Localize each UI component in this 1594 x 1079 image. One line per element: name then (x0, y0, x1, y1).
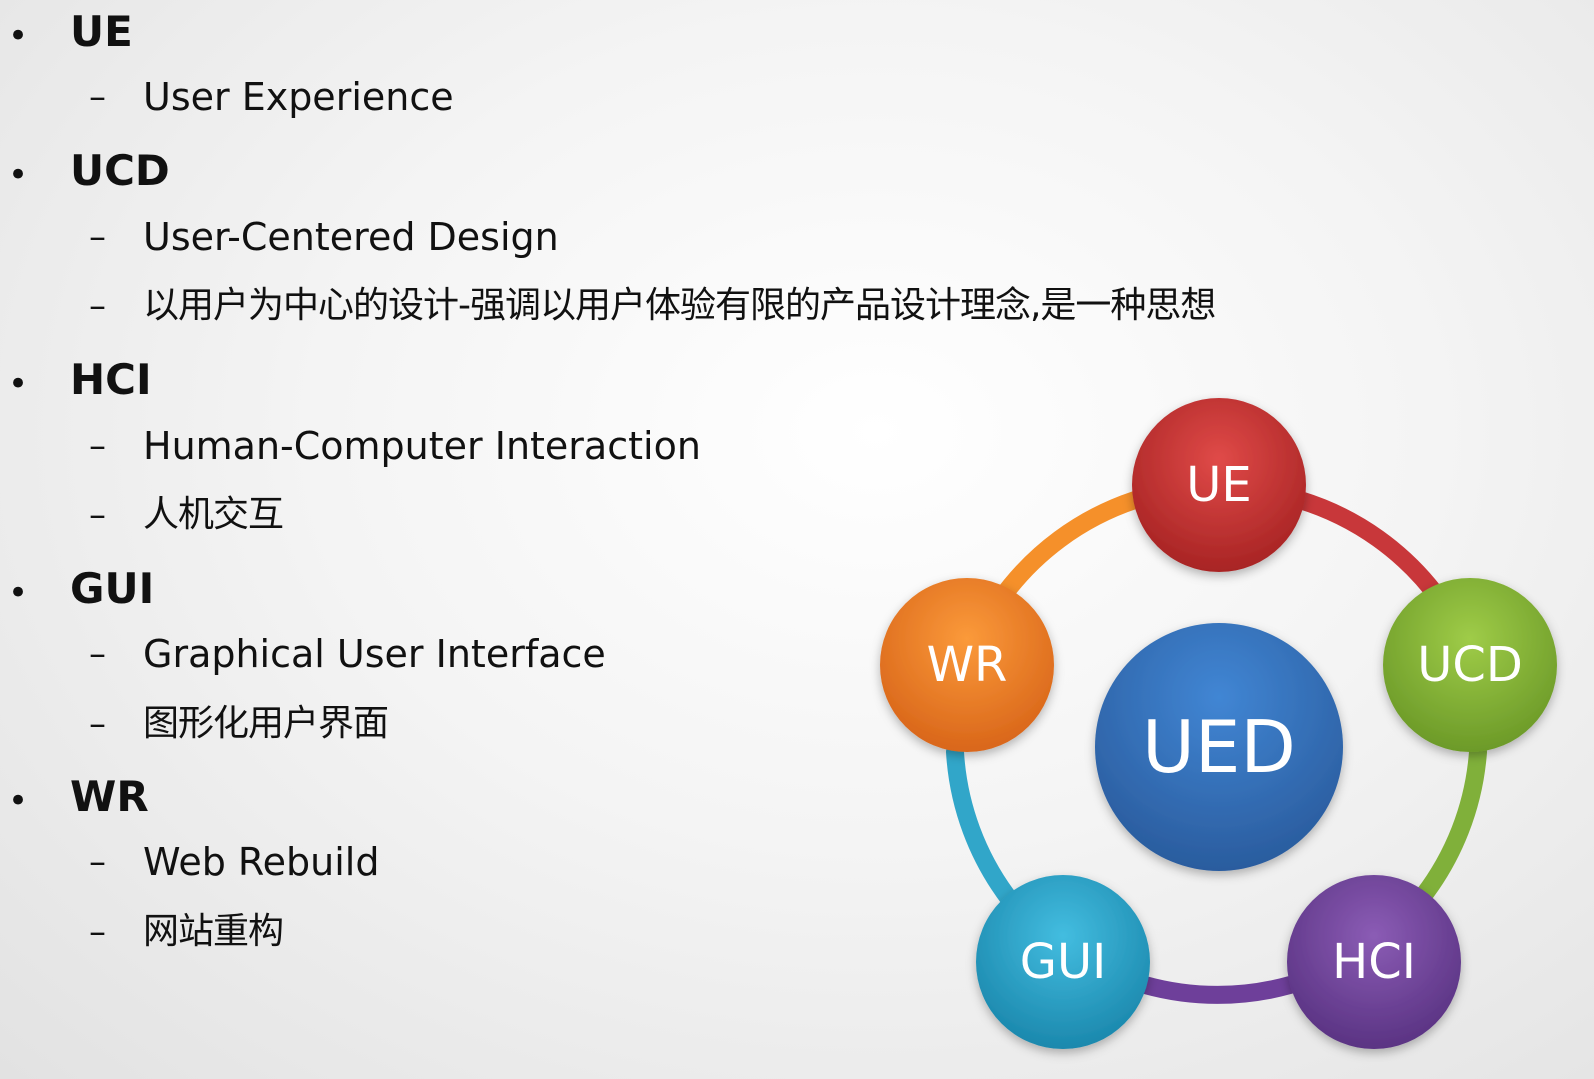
dash: – (89, 704, 106, 744)
outline-list: • UE – User Experience • UCD – User-Cent… (8, 7, 1216, 952)
node-ucd: UCD (1383, 578, 1557, 752)
node-circle (1383, 578, 1557, 752)
node-circle (976, 875, 1150, 1049)
node-ue: UE (1132, 398, 1306, 572)
subitem-text: 以用户为中心的设计-强调以用户体验有限的产品设计理念,是一种思想 (143, 285, 1216, 326)
cycle-ring (946, 491, 1487, 1004)
node-hci: HCI (1287, 875, 1461, 1049)
subitem-text: 人机交互 (143, 494, 284, 535)
dash: – (89, 217, 106, 257)
topic-title: HCI (70, 355, 152, 404)
subitem-text: Human-Computer Interaction (143, 424, 701, 468)
ring-arc-wr-ue (991, 491, 1144, 609)
subitem-text: User-Centered Design (143, 215, 559, 259)
center-circle (1095, 623, 1343, 871)
topic-title: UCD (70, 146, 170, 195)
topic-title: UE (70, 7, 133, 56)
node-wr: WR (880, 578, 1054, 752)
node-circle (1132, 398, 1306, 572)
ring-arc-ucd-hci (1411, 743, 1487, 909)
subitem-text: Graphical User Interface (143, 632, 606, 676)
subitem-text: 网站重构 (143, 911, 284, 952)
ring-arc-ue-ucd (1291, 491, 1449, 609)
node-label: WR (927, 637, 1008, 693)
ring-arc-hci-gui (1136, 976, 1299, 1004)
node-label: UCD (1417, 637, 1523, 693)
bullet: • (8, 573, 29, 613)
center-node: UED (1095, 623, 1343, 871)
dash: – (89, 842, 106, 882)
node-label: UE (1186, 457, 1251, 513)
center-label: UED (1142, 705, 1296, 789)
bullet: • (8, 155, 29, 195)
node-gui: GUI (976, 875, 1150, 1049)
dash: – (89, 426, 106, 466)
dash: – (89, 495, 106, 535)
node-label: GUI (1020, 934, 1106, 990)
ring-arc-gui-wr (946, 743, 1019, 909)
subitem-text: User Experience (143, 75, 454, 119)
node-circle (880, 578, 1054, 752)
node-label: HCI (1332, 934, 1416, 990)
node-circle (1287, 875, 1461, 1049)
subitem-text: 图形化用户界面 (143, 703, 389, 744)
bullet: • (8, 781, 29, 821)
bullet: • (8, 16, 29, 56)
dash: – (89, 77, 106, 117)
dash: – (89, 912, 106, 952)
dash: – (89, 286, 106, 326)
subitem-text: Web Rebuild (143, 840, 380, 884)
topic-title: GUI (70, 564, 155, 613)
topic-title: WR (70, 772, 149, 821)
dash: – (89, 634, 106, 674)
bullet: • (8, 364, 29, 404)
